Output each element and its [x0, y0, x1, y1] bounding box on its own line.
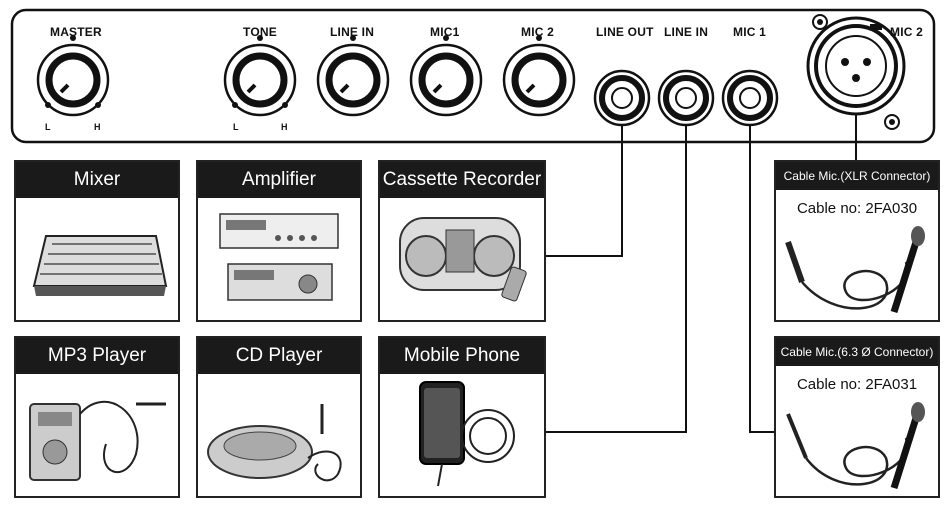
tone-low-label: L [233, 122, 239, 132]
wire-line-out [546, 125, 623, 257]
mixer-box: Mixer [14, 160, 180, 322]
tone-label: TONE [243, 25, 277, 39]
mic1-jack-label: MIC 1 [733, 25, 767, 39]
cassette-recorder-illustration [399, 217, 527, 302]
mic2-jack-label: MIC 2 [890, 25, 924, 39]
line-out-jack [593, 69, 651, 127]
xlr-mic-title: Cable Mic.(XLR Connector) [776, 162, 938, 190]
line-in-knob-label: LINE IN [330, 25, 375, 39]
mic1-jack [721, 69, 779, 127]
mixer-illustration [32, 235, 168, 296]
amplifier-box: Amplifier [196, 160, 362, 322]
cd-player-box: CD Player [196, 336, 362, 498]
mixer-title: Mixer [16, 162, 178, 198]
cd-player-title: CD Player [198, 338, 360, 374]
tone-knob [223, 35, 297, 117]
tone-high-label: H [281, 122, 288, 132]
master-knob [36, 35, 110, 117]
mp3-player-title: MP3 Player [16, 338, 178, 374]
xlr-mic-cable-number: Cable no: 2FA030 [796, 200, 918, 217]
master-low-label: L [45, 122, 51, 132]
line-out-jack-label: LINE OUT [596, 25, 654, 39]
line-in-jack [657, 69, 715, 127]
amplifier-illustration [219, 213, 339, 301]
jack-mic-illustration [786, 402, 925, 490]
cassette-recorder-box: Cassette Recorder [378, 160, 546, 322]
mobile-phone-illustration [419, 381, 515, 487]
mic1-knob-label: MIC1 [430, 25, 460, 39]
wire-line-in [546, 125, 687, 433]
mp3-player-illustration [29, 400, 166, 481]
mobile-phone-title: Mobile Phone [380, 338, 544, 374]
cassette-recorder-title: Cassette Recorder [380, 162, 544, 198]
xlr-mic2-jack [806, 16, 906, 116]
line-in-knob [316, 35, 390, 117]
cd-player-illustration [207, 404, 342, 482]
xlr-screw-top [812, 14, 828, 30]
xlr-mic-illustration [785, 226, 925, 314]
mp3-player-box: MP3 Player [14, 336, 180, 498]
xlr-mic-box: Cable Mic.(XLR Connector) Cable no: 2FA0… [774, 160, 940, 322]
mic2-knob-label: MIC 2 [521, 25, 555, 39]
amplifier-title: Amplifier [198, 162, 360, 198]
mic1-knob [409, 35, 483, 117]
jack-mic-cable-number: Cable no: 2FA031 [796, 376, 918, 393]
jack-mic-box: Cable Mic.(6.3 Ø Connector) Cable no: 2F… [774, 336, 940, 498]
mic2-knob [502, 35, 576, 117]
wire-mic1 [749, 125, 774, 433]
xlr-screw-bottom [884, 114, 900, 130]
mobile-phone-box: Mobile Phone [378, 336, 546, 498]
master-high-label: H [94, 122, 101, 132]
jack-mic-title: Cable Mic.(6.3 Ø Connector) [776, 338, 938, 366]
master-label: MASTER [50, 25, 102, 39]
line-in-jack-label: LINE IN [664, 25, 709, 39]
